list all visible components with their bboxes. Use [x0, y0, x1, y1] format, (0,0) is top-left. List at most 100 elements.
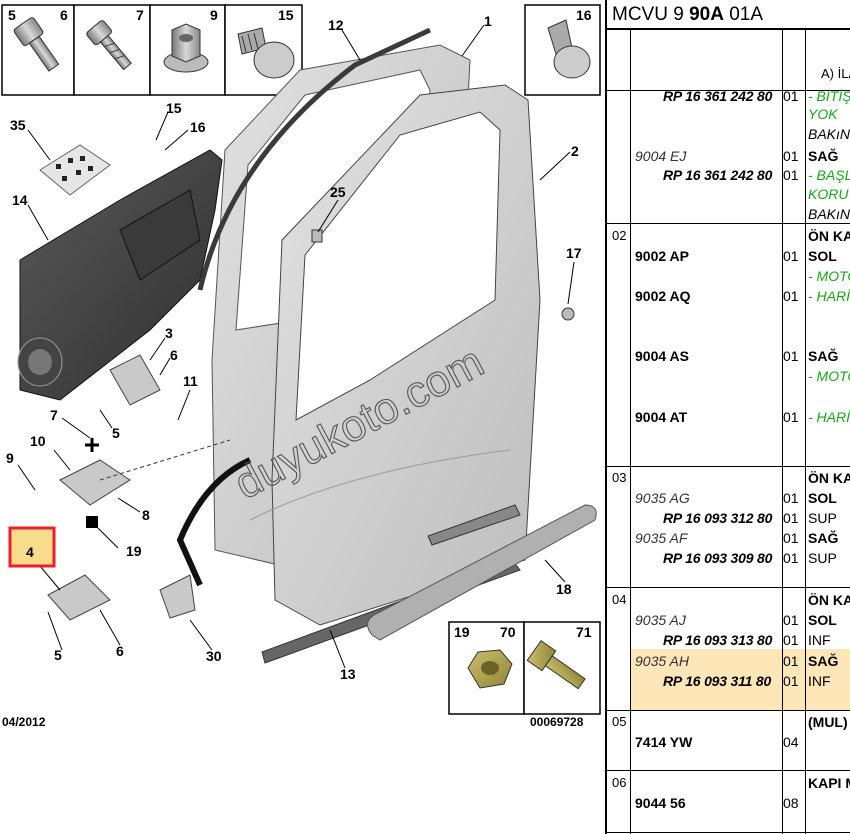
quantity: 01 [783, 167, 799, 183]
description: BAKıN [808, 206, 850, 222]
callout-17[interactable]: 17 [566, 245, 582, 261]
part-number[interactable]: RP 16 093 309 80 [663, 550, 773, 566]
leader-lines [17, 24, 575, 669]
part-number[interactable]: 9002 AP [635, 248, 689, 264]
callout-15[interactable]: 15 [166, 100, 182, 116]
box-number-70: 70 [500, 624, 516, 640]
callout-13[interactable]: 13 [340, 666, 356, 682]
quantity: 01 [783, 348, 799, 364]
callout-35[interactable]: 35 [10, 117, 26, 133]
plug-19 [86, 516, 98, 528]
part-number[interactable]: 9004 AT [635, 409, 688, 425]
part-number[interactable]: 9004 AS [635, 348, 689, 364]
hinge-upper [109, 354, 161, 406]
quantity: 01 [783, 550, 799, 566]
part-number[interactable]: 9035 AF [635, 530, 688, 546]
table-row [607, 466, 850, 588]
callout-7[interactable]: 7 [50, 407, 58, 423]
description: SAĞ [808, 653, 839, 669]
description: - HARİ [808, 409, 850, 425]
part-number[interactable]: 9035 AG [635, 490, 690, 506]
part-number[interactable]: RP 16 093 312 80 [663, 510, 773, 526]
quantity: 01 [783, 288, 799, 304]
callout-2[interactable]: 2 [571, 143, 579, 159]
door-seal-12 [197, 27, 432, 291]
part-number[interactable]: 9035 AH [635, 653, 689, 669]
callout-8[interactable]: 8 [142, 507, 150, 523]
callout-14[interactable]: 14 [12, 192, 28, 208]
quantity: 01 [783, 248, 799, 264]
description: SAĞ [808, 148, 839, 164]
highlighted-row [630, 649, 850, 710]
callout-4[interactable]: 4 [26, 544, 34, 560]
description: INF [808, 632, 831, 648]
callout-10[interactable]: 10 [30, 433, 46, 449]
callout-19[interactable]: 19 [126, 543, 142, 559]
quantity: 04 [783, 734, 799, 750]
top-fastener-boxes: 5 6 7 9 15 16 [1, 4, 601, 96]
column-divider [782, 28, 783, 834]
door-check-10 [59, 459, 131, 506]
description: - MOTO [808, 368, 850, 384]
door-shells [211, 44, 541, 626]
description: SUP [808, 510, 837, 526]
callout-9[interactable]: 9 [6, 450, 14, 466]
description: - MOTO [808, 268, 850, 284]
quantity: 01 [783, 490, 799, 506]
description: SOL [808, 612, 837, 628]
part-number[interactable]: 9044 56 [635, 795, 686, 811]
description: KORU [808, 186, 849, 202]
callout-5-upper[interactable]: 5 [112, 425, 120, 441]
push-clip-icon [237, 27, 295, 79]
callout-3[interactable]: 3 [165, 325, 173, 341]
description: ÖN KA [808, 592, 850, 608]
diagram-drawing: 5 6 7 9 15 16 [1, 4, 601, 729]
part-number[interactable]: RP 16 361 242 80 [663, 167, 773, 183]
group-number: 03 [612, 470, 627, 485]
description: KAPI M [808, 775, 850, 791]
part-number[interactable]: 9002 AQ [635, 288, 691, 304]
cross-marker-7 [85, 438, 99, 452]
door-seal-lower [176, 457, 252, 587]
callout-30[interactable]: 30 [206, 648, 222, 664]
box-number-5: 5 [8, 7, 16, 23]
callout-25[interactable]: 25 [330, 184, 346, 200]
screw-icon [86, 20, 132, 71]
clip-bag [39, 144, 111, 196]
quantity: 01 [783, 88, 799, 104]
hex-bolt-icon [526, 639, 586, 690]
callout-5-lower[interactable]: 5 [54, 647, 62, 663]
callout-18[interactable]: 18 [556, 581, 572, 597]
part-number[interactable]: RP 16 093 311 80 [663, 673, 772, 689]
diagram-reference: 00069728 [530, 715, 584, 729]
box-number-6: 6 [60, 7, 68, 23]
clip-bag-contents [56, 156, 93, 181]
quantity: 01 [783, 510, 799, 526]
callout-1[interactable]: 1 [484, 13, 492, 29]
header-description: A) İLA [821, 66, 850, 81]
group-number: 04 [612, 592, 627, 607]
box-number-16: 16 [576, 7, 592, 23]
description: SOL [808, 248, 837, 264]
selected-callout-box [8, 526, 56, 568]
part-number[interactable]: 9004 EJ [635, 148, 687, 164]
part-number[interactable]: 9035 AJ [635, 612, 686, 628]
description: - BİTİŞ [808, 88, 850, 104]
hinge-lower-4 [47, 574, 111, 621]
callout-16[interactable]: 16 [190, 119, 206, 135]
callout-6-upper[interactable]: 6 [170, 347, 178, 363]
part-number[interactable]: 7414 YW [635, 734, 693, 750]
part-number[interactable]: RP 16 093 313 80 [663, 632, 773, 648]
table-row [607, 770, 850, 833]
description: SUP [808, 550, 837, 566]
table-row [607, 223, 850, 467]
callout-12[interactable]: 12 [328, 17, 344, 33]
callout-11[interactable]: 11 [183, 373, 198, 389]
callout-6-lower[interactable]: 6 [116, 643, 124, 659]
quantity: 01 [783, 673, 799, 689]
part-number[interactable]: RP 16 361 242 80 [663, 88, 773, 104]
quantity: 01 [783, 632, 799, 648]
quantity: 01 [783, 148, 799, 164]
bracket-30 [159, 574, 196, 619]
plug-17 [561, 307, 575, 321]
